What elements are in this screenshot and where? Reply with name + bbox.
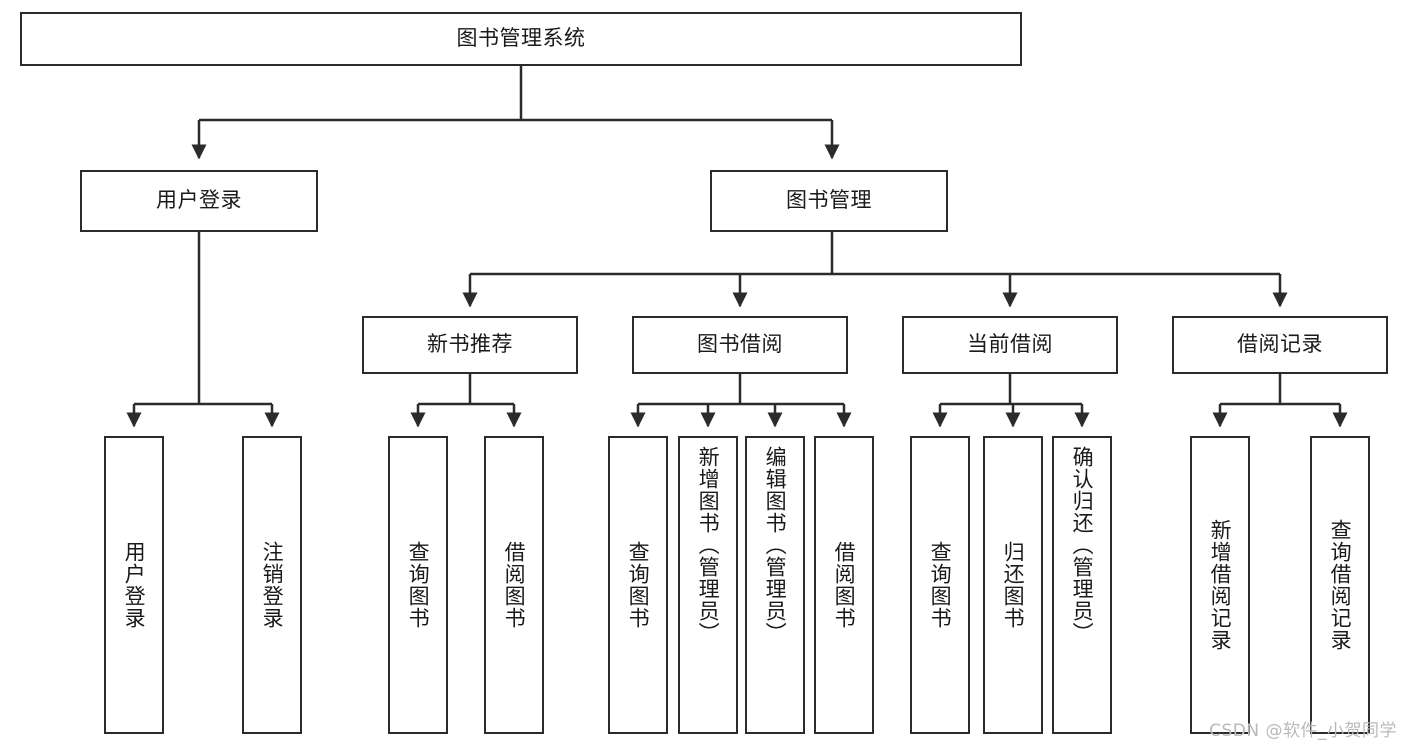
leaf-query-book-borrow[interactable]: 查询图书: [608, 436, 668, 734]
leaf-edit-book-admin-label: 编辑图书（管理员）: [763, 446, 788, 644]
node-borrow-record[interactable]: 借阅记录: [1172, 316, 1388, 374]
node-book-borrow-label: 图书借阅: [697, 332, 783, 357]
leaf-user-logout[interactable]: 注销登录: [242, 436, 302, 734]
leaf-borrow-book[interactable]: 借阅图书: [814, 436, 874, 734]
leaf-add-borrow-record-label: 新增借阅记录: [1208, 519, 1233, 651]
node-user-login[interactable]: 用户登录: [80, 170, 318, 232]
leaf-add-book-admin[interactable]: 新增图书（管理员）: [678, 436, 738, 734]
leaf-query-borrow-record[interactable]: 查询借阅记录: [1310, 436, 1370, 734]
leaf-query-book-borrow-label: 查询图书: [626, 541, 651, 629]
node-root-label: 图书管理系统: [456, 26, 586, 51]
leaf-return-book[interactable]: 归还图书: [983, 436, 1043, 734]
leaf-user-login-label: 用户登录: [122, 541, 147, 629]
leaf-borrow-book-recommend[interactable]: 借阅图书: [484, 436, 544, 734]
node-user-login-label: 用户登录: [156, 188, 242, 213]
node-new-book-recommend[interactable]: 新书推荐: [362, 316, 578, 374]
leaf-query-book-current[interactable]: 查询图书: [910, 436, 970, 734]
leaf-add-book-admin-label: 新增图书（管理员）: [696, 446, 721, 644]
leaf-edit-book-admin[interactable]: 编辑图书（管理员）: [745, 436, 805, 734]
leaf-query-book-recommend[interactable]: 查询图书: [388, 436, 448, 734]
leaf-add-borrow-record[interactable]: 新增借阅记录: [1190, 436, 1250, 734]
leaf-query-book-recommend-label: 查询图书: [406, 541, 431, 629]
leaf-confirm-return-admin[interactable]: 确认归还（管理员）: [1052, 436, 1112, 734]
node-book-management[interactable]: 图书管理: [710, 170, 948, 232]
leaf-query-book-current-label: 查询图书: [928, 541, 953, 629]
node-borrow-record-label: 借阅记录: [1237, 332, 1323, 357]
node-book-borrow[interactable]: 图书借阅: [632, 316, 848, 374]
node-new-book-recommend-label: 新书推荐: [427, 332, 513, 357]
leaf-borrow-book-label: 借阅图书: [832, 541, 857, 629]
leaf-user-login[interactable]: 用户登录: [104, 436, 164, 734]
leaf-confirm-return-admin-label: 确认归还（管理员）: [1070, 446, 1095, 644]
leaf-user-logout-label: 注销登录: [260, 541, 285, 629]
leaf-borrow-book-recommend-label: 借阅图书: [502, 541, 527, 629]
node-root[interactable]: 图书管理系统: [20, 12, 1022, 66]
leaf-return-book-label: 归还图书: [1001, 541, 1026, 629]
node-book-management-label: 图书管理: [786, 188, 872, 213]
node-current-borrow-label: 当前借阅: [967, 332, 1053, 357]
node-current-borrow[interactable]: 当前借阅: [902, 316, 1118, 374]
leaf-query-borrow-record-label: 查询借阅记录: [1328, 519, 1353, 651]
